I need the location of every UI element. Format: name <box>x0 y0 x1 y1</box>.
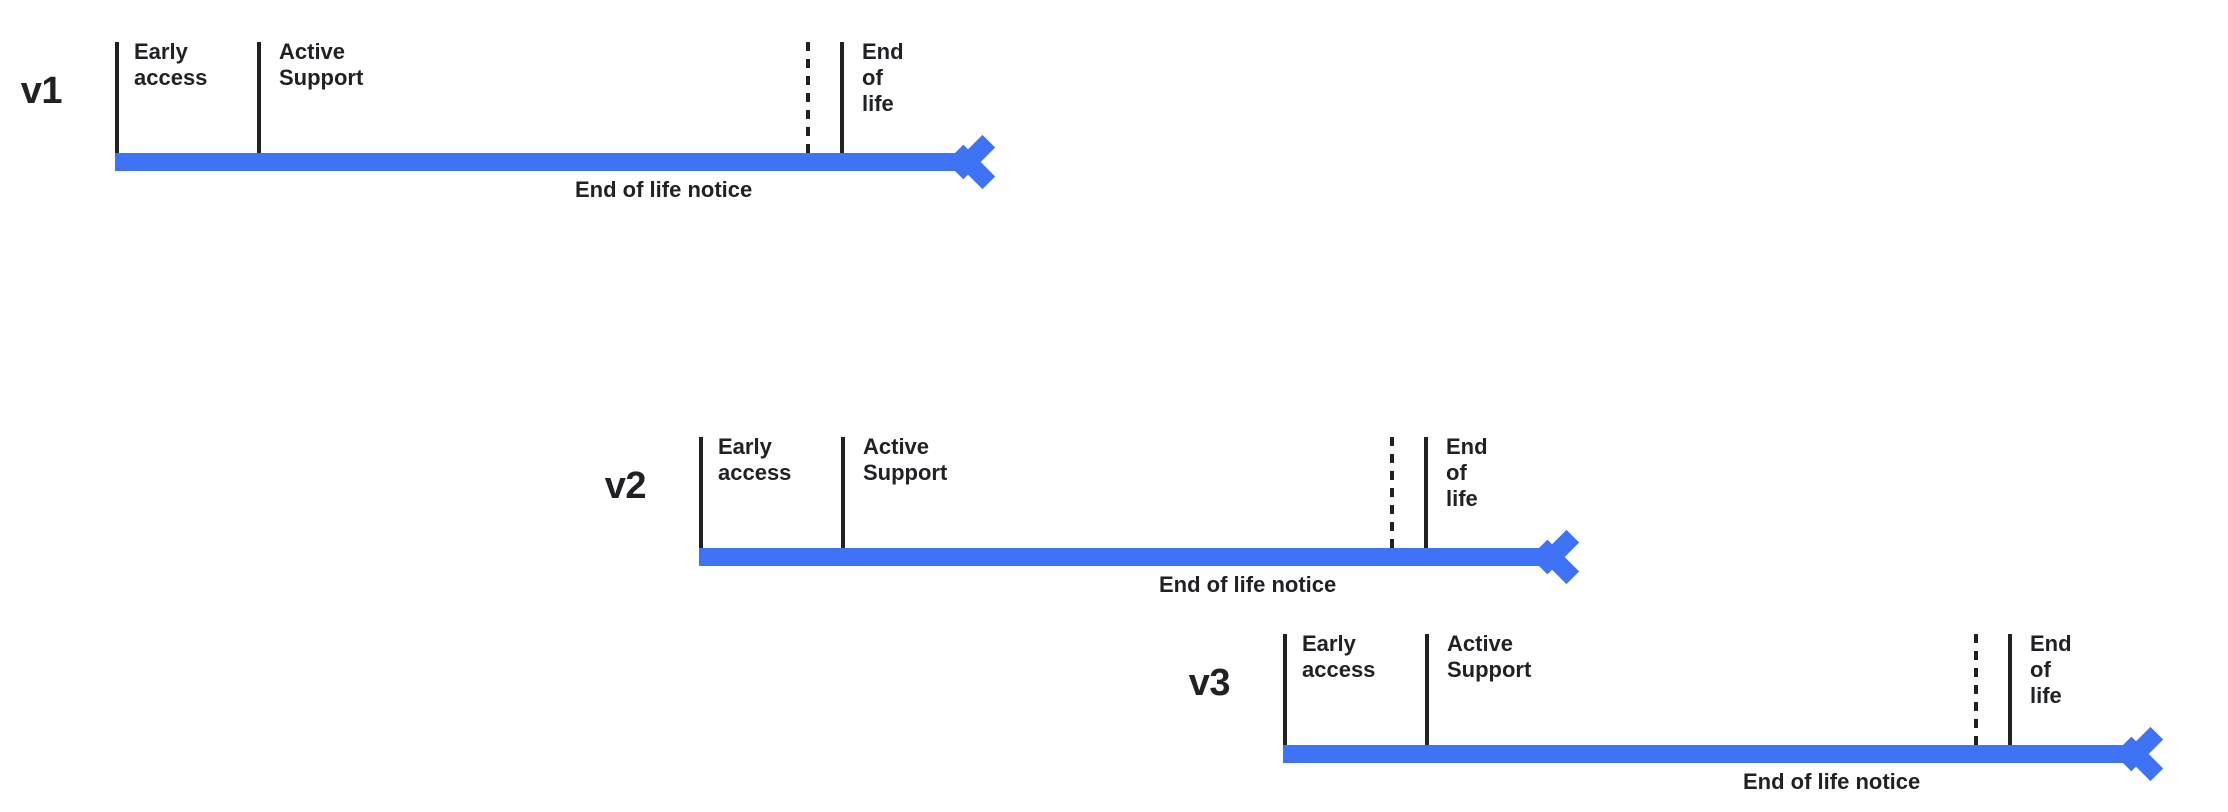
end-of-life-notice-marker-v2 <box>1390 437 1394 548</box>
phase-divider-early-access-start-v2 <box>699 437 703 548</box>
phase-divider-end-of-life-start-v2 <box>1424 437 1428 548</box>
phase-divider-active-support-start-v3 <box>1425 634 1429 745</box>
phase-label-active-support-v1: Active Support <box>279 39 364 90</box>
version-label-v1: v1 <box>20 70 63 112</box>
phase-label-early-access-v2: Early access <box>718 434 792 485</box>
phase-divider-early-access-start-v3 <box>1283 634 1287 745</box>
version-label-v2: v2 <box>604 465 647 507</box>
timeline-arrow-head-v2 <box>1534 528 1597 586</box>
phase-divider-active-support-start-v1 <box>257 42 261 153</box>
timeline-arrow-shaft-v3 <box>1283 745 2144 763</box>
phase-label-early-access-v3: Early access <box>1302 631 1376 682</box>
phase-label-end-of-life-v3: End of life <box>2030 631 2072 708</box>
phase-divider-end-of-life-start-v3 <box>2008 634 2012 745</box>
phase-divider-active-support-start-v2 <box>841 437 845 548</box>
timeline-arrow-shaft-v2 <box>699 548 1560 566</box>
timeline-arrow-shaft-v1 <box>115 153 976 171</box>
phase-label-end-of-life-v2: End of life <box>1446 434 1488 511</box>
label-end-of-life-notice-v2: End of life notice <box>1159 572 1337 597</box>
end-of-life-notice-marker-v1 <box>806 42 810 153</box>
phase-label-active-support-v2: Active Support <box>863 434 948 485</box>
phase-divider-end-of-life-start-v1 <box>840 42 844 153</box>
label-end-of-life-notice-v1: End of life notice <box>575 177 753 202</box>
phase-label-end-of-life-v1: End of life <box>862 39 904 116</box>
version-label-v3: v3 <box>1188 662 1231 704</box>
label-end-of-life-notice-v3: End of life notice <box>1743 769 1921 794</box>
phase-label-active-support-v3: Active Support <box>1447 631 1532 682</box>
phase-divider-early-access-start-v1 <box>115 42 119 153</box>
phase-label-early-access-v1: Early access <box>134 39 208 90</box>
timeline-arrow-head-v3 <box>2118 725 2181 783</box>
timeline-arrow-head-v1 <box>950 133 1013 191</box>
end-of-life-notice-marker-v3 <box>1974 634 1978 745</box>
